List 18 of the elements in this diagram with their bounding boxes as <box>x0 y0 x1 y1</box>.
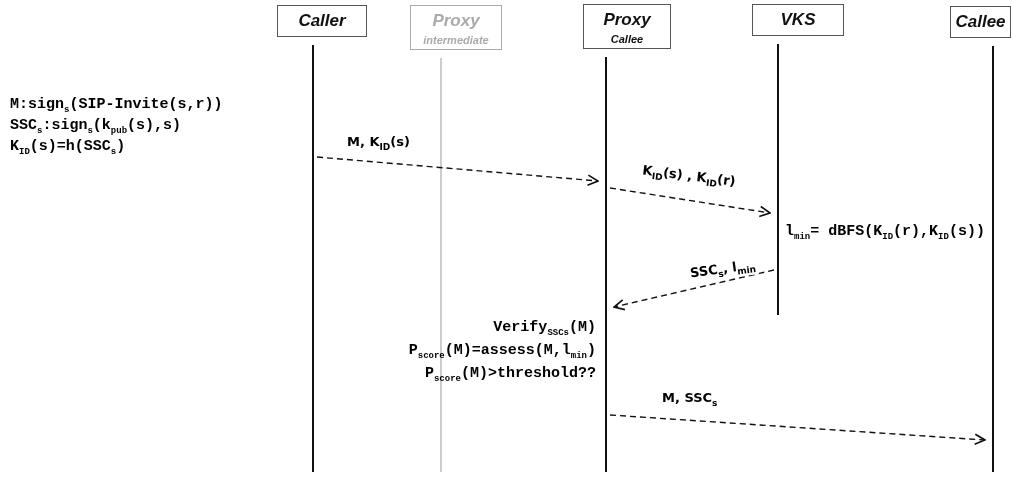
proxy-note: Verify$_{SSCs}$(M) <box>493 318 596 340</box>
proxy-note: P$_{score}$(M)>threshold?? <box>424 364 596 386</box>
participant-box: Caller <box>277 5 367 37</box>
participant-box: Callee <box>950 6 1011 38</box>
vks-note: l$_{min}$= dBFS(K$_{ID}$(r),K$_{ID}$(s)) <box>785 222 986 244</box>
message-label: M, K$_{ID}$(s) <box>345 134 412 152</box>
participant-box: Proxy intermediate <box>410 5 502 50</box>
message-arrow <box>609 187 771 218</box>
message-arrow <box>316 156 599 186</box>
caller-note: K$_{ID}$(s)=h(SSC$_{s}$) <box>10 137 126 159</box>
participant-box: VKS <box>752 4 844 36</box>
message-arrow <box>609 414 986 446</box>
proxy-note: P$_{score}$(M)=assess(M,l$_{min}$) <box>408 341 596 363</box>
participant-box: Proxy Callee <box>583 4 671 49</box>
message-arrow <box>613 269 775 311</box>
caller-note: SSC$_{s}$:sign$_{s}$(k$_{pub}$(s),s) <box>10 116 182 138</box>
message-label: M, SSC$_{s}$ <box>660 390 720 408</box>
caller-note: M:sign$_{s}$(SIP-Invite(s,r)) <box>10 95 223 117</box>
